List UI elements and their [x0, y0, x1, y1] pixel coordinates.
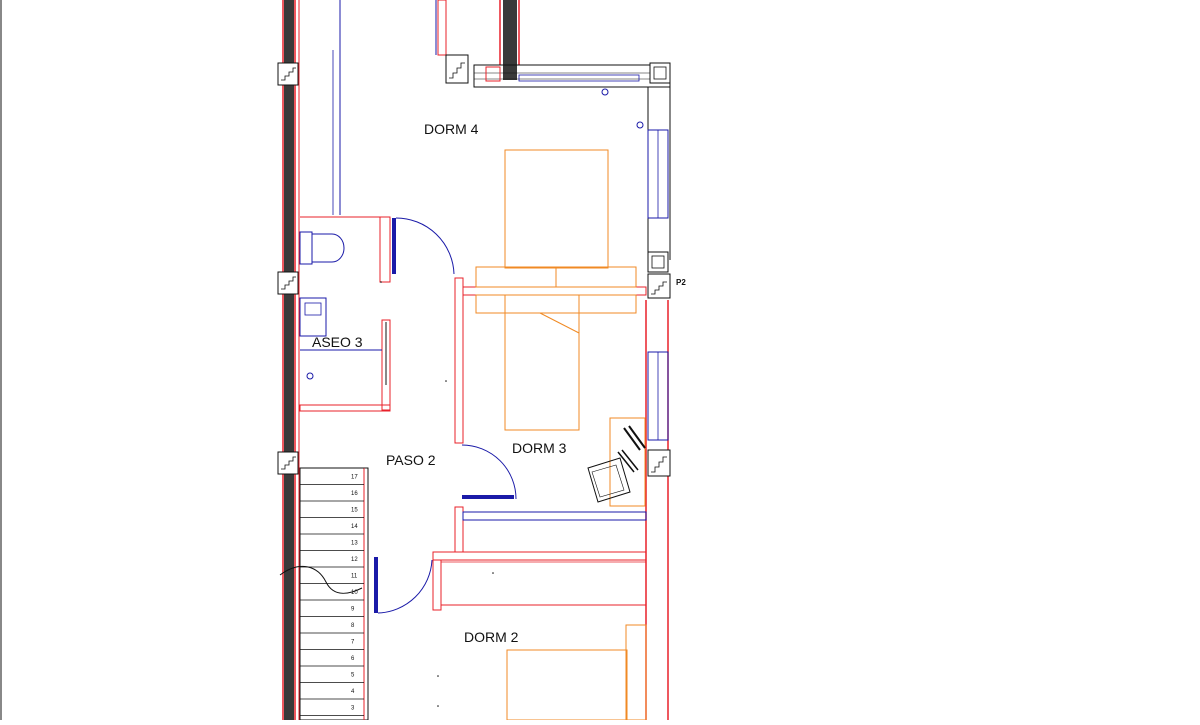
- stair-step-number: 5: [351, 672, 355, 678]
- wardrobe-dorm3: [475, 294, 637, 314]
- chair-icon: [587, 457, 631, 503]
- stair-step-number: 14: [351, 524, 358, 530]
- room-label-dorm3: DORM 3: [512, 440, 567, 456]
- stair-step-number: 6: [351, 656, 355, 662]
- column-west-3: [277, 451, 299, 475]
- pillar-tag-p2: P2: [676, 278, 686, 287]
- staircase: 17 16 15 14 13 12 11 10 9 8 7 6 5 4 3: [279, 467, 369, 721]
- stair-step-number: 15: [351, 507, 358, 513]
- exterior-wall-east: [645, 87, 671, 720]
- wardrobe-dorm2: [625, 624, 647, 721]
- door-dorm2: [374, 557, 433, 614]
- door-dorm3: [461, 444, 517, 500]
- desk-dorm3: [609, 417, 646, 507]
- ceiling-point: [492, 572, 494, 574]
- stair-step-number: 17: [351, 474, 358, 480]
- bed-dorm2: [506, 649, 628, 721]
- stair-step-number: 13: [351, 540, 358, 546]
- wardrobe-dorm4: [475, 266, 637, 288]
- stair-step-number: 4: [351, 689, 355, 695]
- stair-step-number: 8: [351, 623, 355, 629]
- ceiling-point: [437, 705, 439, 707]
- column-east-2: [647, 273, 671, 299]
- room-label-paso2: PASO 2: [386, 452, 436, 468]
- stair-step-number: 9: [351, 606, 355, 612]
- ceiling-point: [445, 380, 447, 382]
- stair-step-number: 11: [351, 573, 358, 579]
- column-north-1: [445, 54, 469, 84]
- stair-step-number: 12: [351, 557, 358, 563]
- wall-north: [300, 0, 671, 218]
- stair-step-number: 7: [351, 639, 355, 645]
- ceiling-point: [437, 675, 439, 677]
- sink: [299, 297, 327, 337]
- column-west-1: [277, 62, 299, 86]
- stair-step-number: 3: [351, 705, 355, 711]
- room-label-dorm4: DORM 4: [424, 121, 479, 137]
- partition-aseo: [299, 216, 391, 412]
- column-east-3: [647, 449, 671, 477]
- toilet: [299, 231, 345, 265]
- stair-step-number: 16: [351, 491, 358, 497]
- stair-step-number: 10: [351, 590, 358, 596]
- downpipe-icon: [636, 121, 644, 129]
- door-dorm4: [392, 217, 455, 275]
- room-label-dorm2: DORM 2: [464, 629, 519, 645]
- room-label-aseo3: ASEO 3: [312, 334, 363, 350]
- exterior-wall-west: [282, 0, 300, 720]
- downpipe-icon: [601, 88, 609, 96]
- bed-dorm4: [504, 149, 609, 269]
- drain-icon: [306, 372, 314, 380]
- column-east-1: [647, 251, 669, 273]
- lamp-icon: [617, 425, 646, 473]
- column-west-2: [277, 271, 299, 295]
- bed-dorm3: [504, 294, 580, 431]
- ceiling-point: [380, 281, 382, 283]
- column-north-2: [649, 62, 671, 84]
